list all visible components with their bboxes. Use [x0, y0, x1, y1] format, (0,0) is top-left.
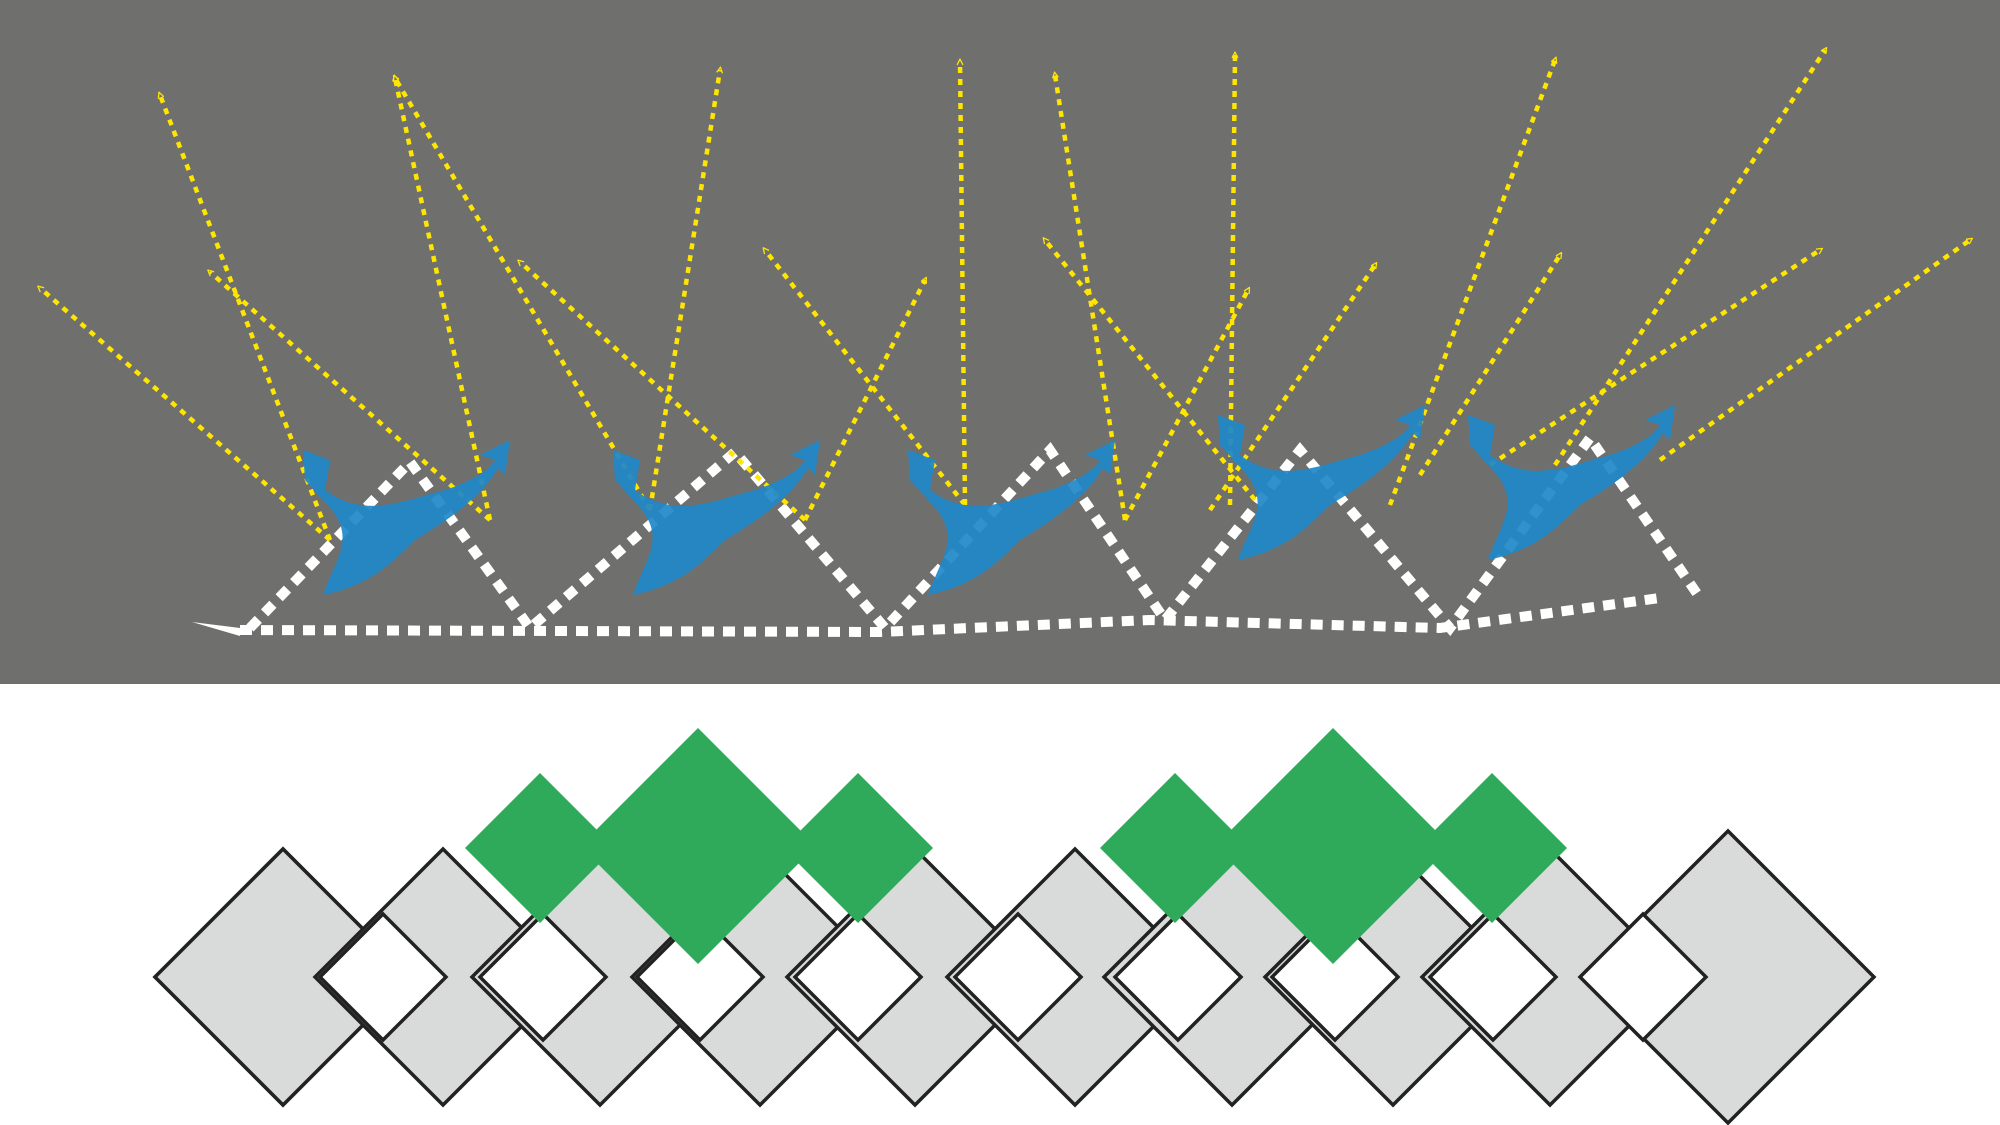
ray-arrow	[1553, 50, 1825, 467]
highlight-group	[1100, 728, 1567, 964]
ray-arrow	[520, 262, 807, 522]
ray-arrow	[1045, 240, 1257, 502]
lattice-hole	[1577, 911, 1709, 1043]
lattice-hole	[317, 911, 449, 1043]
ray-arrow	[1488, 250, 1820, 467]
highlight-groups	[465, 728, 1567, 964]
lattice-hole	[1112, 911, 1244, 1043]
lattice-holes	[317, 911, 1709, 1043]
absorber-body	[1468, 405, 1675, 560]
absorber-shapes	[303, 405, 1675, 595]
ray-arrow	[1658, 240, 1970, 462]
surface-baseline	[239, 593, 1661, 638]
surface-tip	[192, 622, 240, 636]
highlight-diamond	[1100, 773, 1250, 923]
highlight-diamond	[465, 773, 615, 923]
ray-arrow	[960, 62, 968, 506]
ray-arrow	[395, 78, 493, 521]
absorber-shape	[1468, 405, 1675, 560]
ray-arrow	[1208, 265, 1375, 512]
absorber-body	[613, 440, 820, 595]
absorber-shape	[303, 440, 510, 595]
highlight-diamond	[1215, 728, 1451, 964]
absorber-body	[908, 440, 1115, 595]
lattice-hole	[952, 911, 1084, 1043]
absorber-shape	[613, 440, 820, 595]
ray-arrow	[210, 272, 492, 522]
ray-arrow	[1123, 290, 1248, 522]
lattice-cell	[1579, 828, 1877, 1125]
surface-profile	[239, 429, 1705, 638]
ray-arrow	[160, 95, 333, 541]
lattice-hole	[792, 911, 924, 1043]
highlight-diamond	[580, 728, 816, 964]
surface-peaks	[246, 429, 1705, 637]
highlight-diamond	[1417, 773, 1567, 923]
absorber-shape	[1218, 405, 1425, 560]
ray-arrow	[647, 70, 720, 511]
ray-arrow	[1418, 255, 1560, 477]
lattice-hole	[477, 911, 609, 1043]
absorber-body	[303, 440, 510, 595]
ray-arrow	[802, 280, 928, 522]
highlight-group	[465, 728, 933, 964]
highlight-diamond	[783, 773, 933, 923]
ray-arrow	[40, 288, 332, 542]
absorber-shape	[908, 440, 1115, 595]
lattice-hole	[1427, 911, 1559, 1043]
absorber-body	[1218, 405, 1425, 560]
